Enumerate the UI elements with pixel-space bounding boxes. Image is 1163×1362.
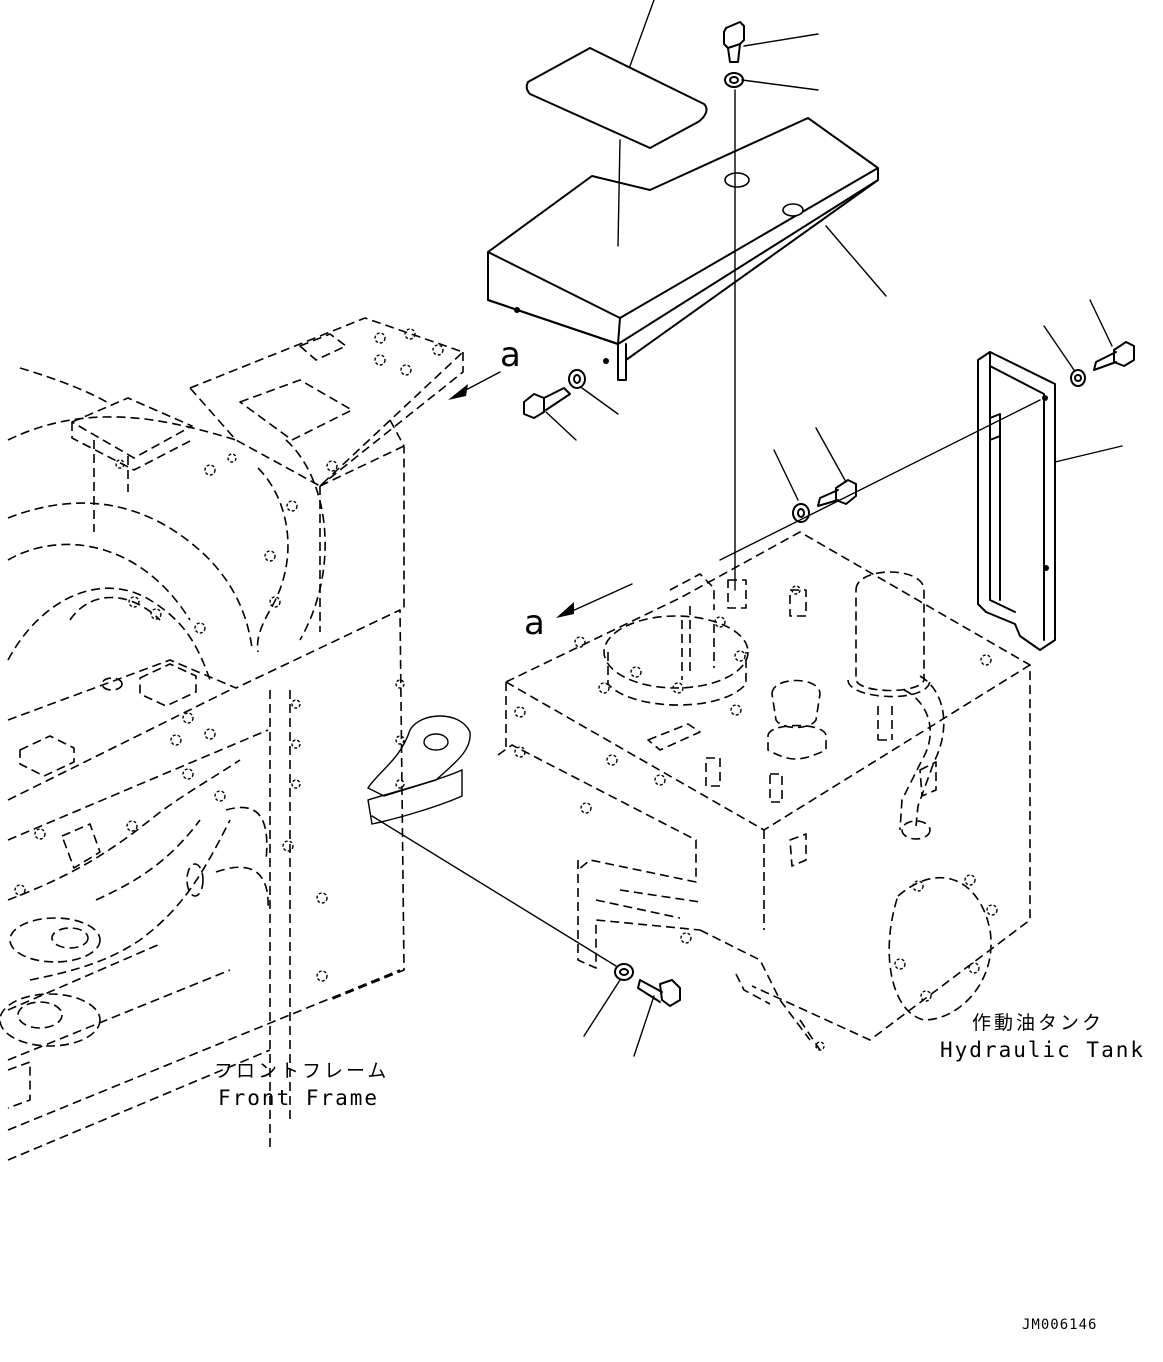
front-frame-label-jp: フロントフレーム (214, 1060, 390, 1082)
side-bracket (977, 351, 1056, 651)
hydraulic-tank-label-en: Hydraulic Tank (940, 1038, 1146, 1062)
view-marker-lower: a (524, 603, 545, 643)
leader-lines (371, 0, 1123, 1057)
drawing-id: JM006146 (1022, 1317, 1098, 1333)
hydraulic-tank (497, 531, 1031, 1051)
cover-plate (525, 47, 708, 149)
hydraulic-tank-label-jp: 作動油タンク (972, 1012, 1105, 1034)
front-frame (0, 317, 464, 1161)
front-frame-label-en: Front Frame (218, 1086, 380, 1110)
frame-hitch (366, 715, 471, 825)
upper-cover (487, 117, 879, 381)
fasteners (523, 21, 1135, 1007)
view-marker-upper: a (500, 335, 521, 375)
